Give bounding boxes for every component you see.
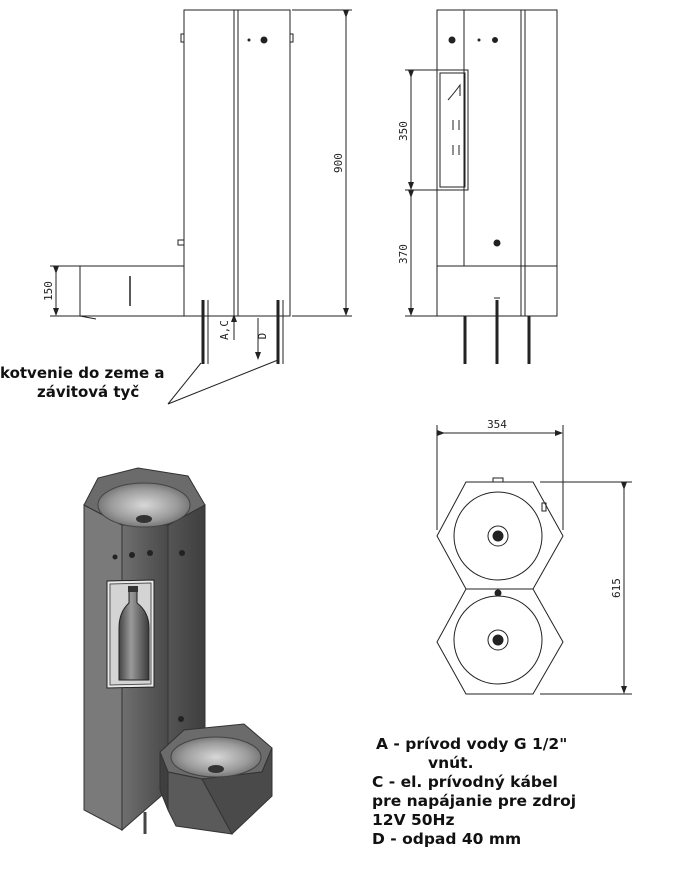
drain-lower-icon	[487, 629, 509, 651]
front-dot-icon	[247, 38, 251, 42]
anchor-label-line2: závitová tyč	[37, 383, 140, 401]
legend-c-line2: pre napájanie pre zdroj	[372, 792, 577, 810]
render-lower-drain-icon	[208, 765, 224, 773]
side-screw-icon	[448, 36, 456, 44]
front-screw-icon	[260, 36, 268, 44]
legend: A - prívod vody G 1/2" vnút. C - el. prí…	[372, 735, 576, 849]
front-side-tab	[180, 33, 185, 43]
front-basin-foot	[79, 315, 97, 320]
front-basin	[79, 265, 185, 317]
tap-sketch	[447, 83, 461, 155]
front-column	[183, 9, 291, 317]
legend-d-line1: D - odpad 40 mm	[372, 830, 522, 848]
side-screw-icon	[493, 239, 501, 247]
render-lower-face-right	[201, 747, 273, 835]
legend-a-line2: vnút.	[428, 754, 474, 772]
render-lower-face-front	[167, 771, 233, 835]
product-render	[83, 467, 273, 835]
dim-150-text: 150	[42, 281, 55, 301]
render-column-right	[167, 504, 206, 749]
render-hole-icon	[129, 552, 135, 558]
render-hole-icon	[179, 550, 185, 556]
top-screw-icon	[494, 589, 502, 597]
side-dot-icon	[477, 38, 481, 42]
anchor-leader-line	[167, 359, 279, 405]
anchor-label-line1: kotvenie do zeme a	[0, 364, 165, 382]
dim-350-text: 350	[397, 121, 410, 141]
anchor-leader-line	[167, 362, 202, 405]
bottle-cutout-inner	[439, 72, 466, 188]
drain-lower-core	[492, 634, 504, 646]
drain-upper-icon	[487, 525, 509, 547]
dim-370-text: 370	[397, 244, 410, 264]
mark-ac-text: A,C	[218, 320, 231, 340]
dim-615-text: 615	[610, 578, 623, 598]
bottle-cap-icon	[128, 586, 138, 592]
legend-c-line3: 12V 50Hz	[372, 811, 455, 829]
render-top-drain-icon	[136, 515, 152, 523]
render-hole-icon	[147, 550, 153, 556]
mark-d-text: D	[256, 333, 269, 340]
legend-c-line1: C - el. prívodný kábel	[372, 773, 558, 791]
render-hole-icon	[112, 554, 118, 560]
render-top-bowl	[97, 482, 191, 528]
top-bowl-upper	[453, 491, 543, 581]
top-clip	[541, 502, 547, 512]
front-view	[50, 9, 352, 405]
render-lower-bowl	[170, 736, 262, 778]
front-side-tab	[289, 33, 294, 43]
front-side-tab	[177, 239, 185, 246]
top-view	[436, 425, 632, 695]
side-view	[405, 9, 558, 364]
top-hexagon-lower	[436, 588, 564, 695]
dim-900-text: 900	[332, 153, 345, 173]
render-hole-icon	[178, 716, 184, 722]
bottle-cutout	[436, 69, 469, 191]
drain-upper-core	[492, 530, 504, 542]
legend-a-line1: A - prívod vody G 1/2"	[376, 735, 568, 753]
top-clip	[492, 477, 504, 483]
side-screw-icon	[492, 37, 498, 43]
dim-354-text: 354	[487, 418, 507, 431]
side-column	[436, 9, 558, 317]
bottle-icon	[118, 589, 150, 681]
